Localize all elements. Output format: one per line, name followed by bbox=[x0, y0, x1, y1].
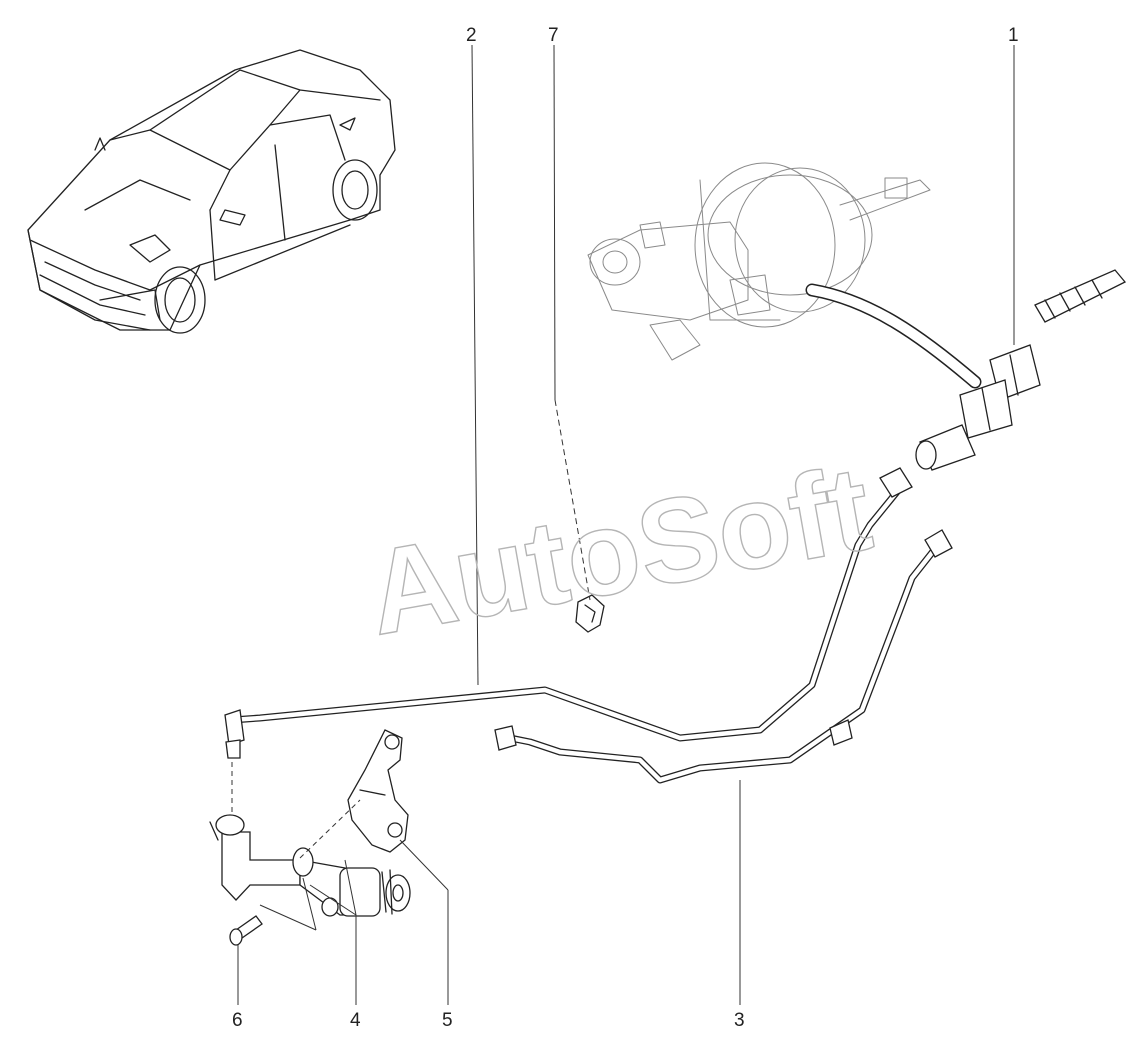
part-2-clutch-pipe bbox=[224, 467, 913, 759]
part-7-pipe-clip bbox=[575, 594, 605, 633]
callout-5: 5 bbox=[442, 1010, 453, 1031]
callout-4: 4 bbox=[350, 1010, 361, 1031]
part-4-slave-cylinder bbox=[209, 814, 411, 917]
callout-1: 1 bbox=[1008, 25, 1019, 46]
callout-numbers: 1 2 7 3 4 5 6 bbox=[232, 25, 1019, 1031]
part-5-bracket bbox=[347, 729, 409, 853]
callout-2: 2 bbox=[466, 25, 477, 46]
callout-6: 6 bbox=[232, 1010, 243, 1031]
leader-lines bbox=[231, 44, 1015, 1005]
part-6-bolt bbox=[229, 915, 263, 946]
part-1-clutch-master-cylinder bbox=[805, 269, 1127, 471]
part-3-clutch-pipe bbox=[494, 529, 953, 784]
watermark-text: AutoSoft bbox=[358, 441, 880, 661]
brake-booster-reference bbox=[587, 162, 931, 361]
callout-3: 3 bbox=[734, 1010, 745, 1031]
vehicle-locator-sketch bbox=[27, 49, 396, 334]
callout-7: 7 bbox=[548, 25, 559, 46]
